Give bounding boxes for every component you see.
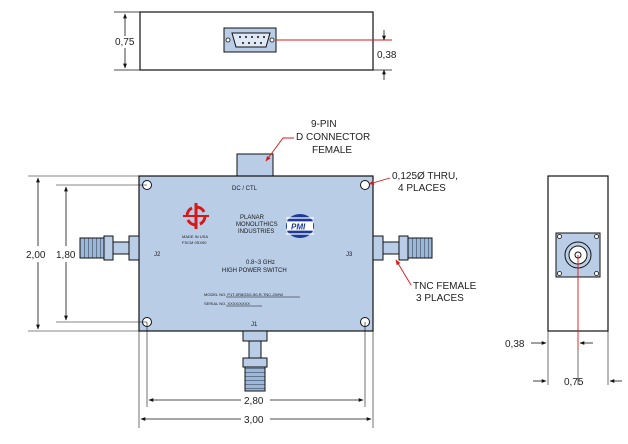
callout-dsub-2: D CONNECTOR: [296, 132, 370, 143]
top-view: 0,75 0,38: [114, 11, 397, 80]
side-view: 0,38 0,75: [505, 175, 622, 388]
mounting-holes: [142, 180, 370, 327]
top-connector-dim: 0,38: [377, 50, 397, 61]
tnc-connector-j1: [242, 330, 268, 392]
dsub-connector-front: [236, 153, 274, 177]
company-line-1: PLANAR: [240, 215, 265, 221]
callout-dsub-3: FEMALE: [312, 145, 352, 156]
company-emblem: [183, 203, 209, 229]
dim-width-inner: 2,80: [244, 396, 264, 407]
side-offset-dim: 0,38: [505, 339, 525, 350]
tnc-connector-j2: [79, 235, 140, 261]
top-height-dim: 0,75: [115, 37, 135, 48]
model-line: MODEL NO. P1T-0R8G3G-50-R-TNC-200W: [204, 292, 283, 297]
port-j3-label: J3: [346, 252, 353, 258]
company-line-2: MONOLITHICS: [236, 222, 278, 228]
front-view: DC / CTL J1 J2 J3 MADE IN USA FSCM 0SX90…: [26, 119, 477, 428]
callout-dsub-1: 9-PIN: [311, 119, 337, 130]
callout-tnc-2: 3 PLACES: [416, 293, 464, 304]
pmi-logo: PMI: [286, 214, 314, 238]
port-dc-label: DC / CTL: [232, 186, 258, 192]
switch-body: [138, 175, 374, 332]
pmi-logo-text: PMI: [291, 223, 306, 232]
port-j2-label: J2: [154, 252, 161, 258]
dim-width-outer: 3,00: [244, 415, 264, 426]
serial-line: SERIAL NO. XXXX/XXXX: [204, 301, 250, 306]
dim-height-inner: 1,80: [56, 250, 76, 261]
callout-holes-1: 0,125Ø THRU,: [392, 171, 458, 182]
dsub-connector-top: [223, 27, 277, 53]
callout-holes-2: 4 PLACES: [398, 183, 446, 194]
product-name: HIGH POWER SWITCH: [222, 268, 287, 274]
side-width-dim: 0,75: [564, 377, 584, 388]
product-freq: 0.8~3 GHz: [246, 260, 275, 266]
callout-tnc-1: TNC FEMALE: [413, 281, 477, 292]
port-j1-label: J1: [251, 322, 258, 328]
dim-height-outer: 2,00: [26, 250, 46, 261]
tnc-connector-j3: [372, 235, 433, 261]
made-in-line-1: MADE IN USA: [182, 234, 208, 239]
company-line-3: INDUSTRIES: [238, 229, 274, 235]
made-in-line-2: FSCM 0SX90: [182, 240, 207, 245]
